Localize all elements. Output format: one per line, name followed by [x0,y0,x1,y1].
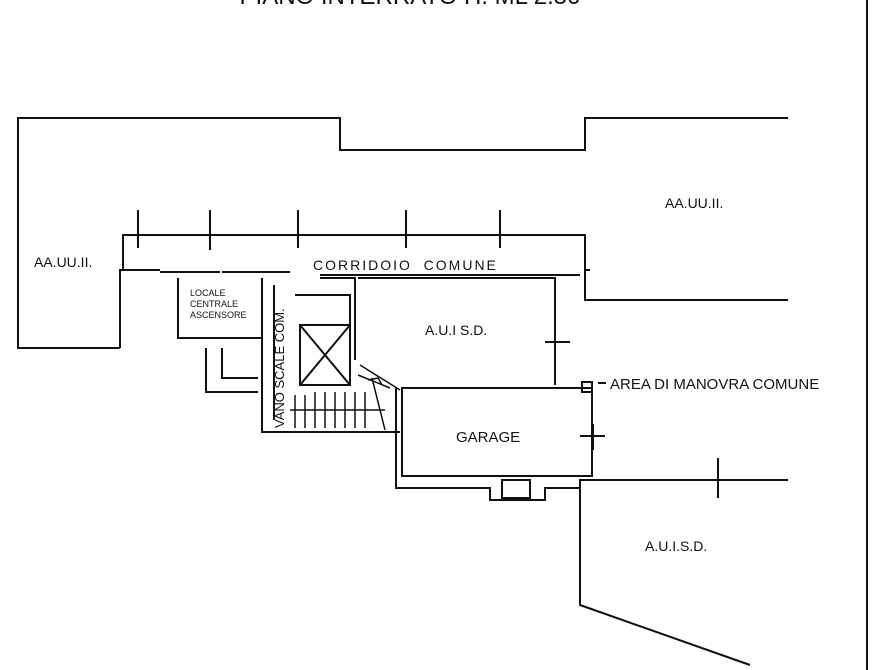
recess-inner-wall [221,348,258,379]
stair-hall-right-wall [320,277,356,360]
stair-arrow-icon [367,377,383,386]
garage-outer-wall [395,388,788,501]
outer-wall-top [17,117,788,349]
elevator-shaft-top [295,294,351,325]
garage-niche [501,479,531,499]
section-tick-right [545,330,570,355]
label-vano-scale: VANO SCALE COM. [272,308,287,428]
right-block-bottom-wall [584,270,788,301]
stair-treads [290,364,401,431]
walls [17,117,788,666]
left-block-wall [119,234,138,348]
corridor-top-wall [138,234,590,271]
garage-column [581,381,593,393]
label-corridoio: CORRIDOIO COMUNE [313,257,498,273]
label-locale-3: ASCENSORE [190,310,247,320]
section-tick-garage [580,424,605,450]
lower-unit-walls [579,488,751,666]
label-garage: GARAGE [456,429,520,446]
elevator-cross [299,324,351,386]
label-area-manovra: AREA DI MANOVRA COMUNE [610,376,819,393]
label-locale-2: CENTRALE [190,299,238,309]
section-ticks [137,210,501,250]
stair-hall-left-wall [261,278,400,433]
label-auisd-bottom: A.U.I.S.D. [645,538,707,554]
recess-wall [205,348,258,393]
plan-title: PIANO INTERRATO H. ML 2.50 [240,0,581,10]
label-locale-1: LOCALE [190,288,226,298]
label-aauuii-right: AA.UU.II. [665,195,723,211]
label-aauuii-left: AA.UU.II. [34,254,92,270]
label-auisd-center: A.U.I S.D. [425,322,487,338]
elevator-shaft [299,324,351,386]
